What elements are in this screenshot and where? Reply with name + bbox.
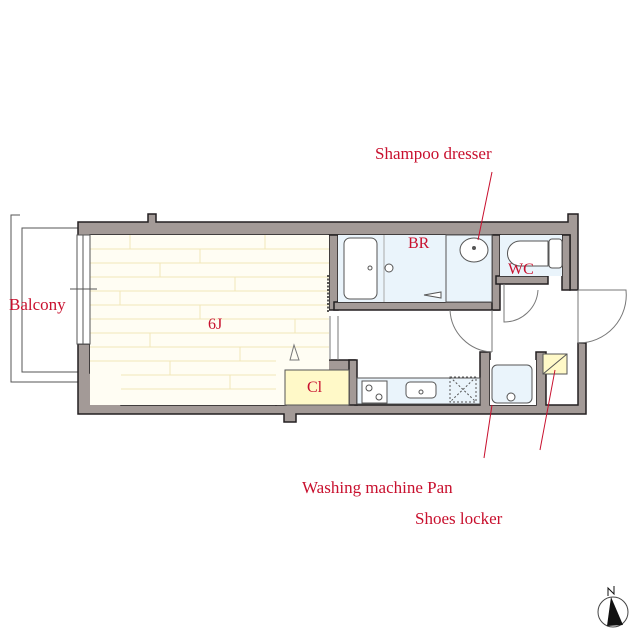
label-bathroom: BR [408, 235, 430, 252]
closet-floor [284, 369, 350, 406]
label-shampoo-dresser: Shampoo dresser [375, 144, 492, 163]
balcony-window [70, 234, 97, 345]
label-shoes-locker: Shoes locker [415, 509, 503, 528]
shoes-locker [542, 353, 568, 375]
washing-machine-pan [490, 360, 536, 405]
label-washing-machine-pan: Washing machine Pan [302, 478, 453, 497]
doors [289, 275, 627, 361]
label-main-room: 6J [208, 316, 223, 333]
balcony-railing [10, 214, 78, 383]
callout-leaders [477, 171, 556, 459]
kitchen-counter [356, 376, 481, 405]
label-balcony: Balcony [9, 295, 66, 314]
label-wc: WC [508, 261, 534, 278]
label-closet: Cl [307, 379, 323, 396]
bathroom [338, 234, 493, 303]
compass-icon [597, 586, 629, 628]
toilet-room [500, 235, 563, 276]
